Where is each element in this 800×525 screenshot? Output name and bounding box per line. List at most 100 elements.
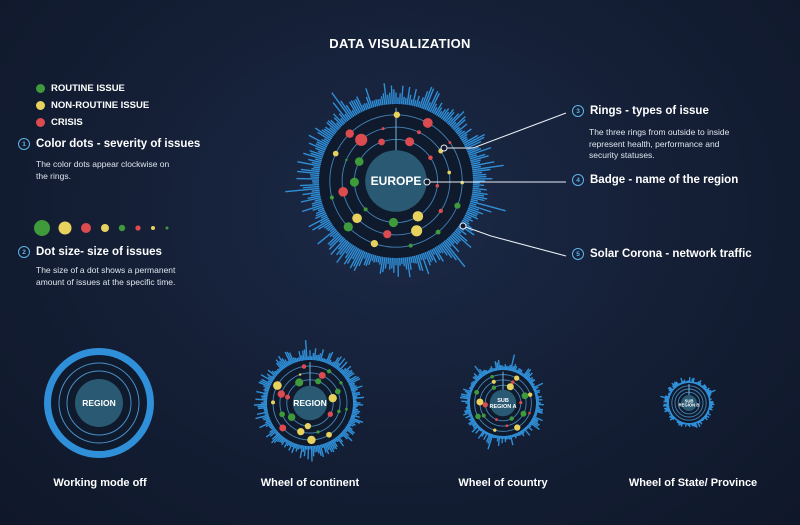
issue-dot bbox=[354, 157, 364, 166]
issue-dot bbox=[448, 141, 452, 145]
rings-heading-text: Rings - types of issue bbox=[590, 105, 709, 117]
issue-dot bbox=[460, 180, 464, 185]
region-badge bbox=[75, 379, 123, 427]
dot-size-sample bbox=[34, 220, 50, 236]
issue-dot bbox=[338, 186, 349, 197]
issue-dot bbox=[408, 243, 413, 248]
issue-dot bbox=[495, 418, 498, 421]
issue-dot bbox=[301, 364, 307, 369]
region-badge-label: REGION B bbox=[679, 403, 700, 408]
issue-dot bbox=[378, 138, 385, 146]
issue-dot bbox=[279, 411, 285, 418]
issue-dot bbox=[298, 373, 302, 376]
issue-dot bbox=[271, 400, 276, 405]
issue-dot bbox=[438, 208, 443, 214]
legend-non-routine: NON-ROUTINE ISSUE bbox=[36, 100, 149, 111]
region-badge bbox=[365, 150, 427, 212]
callout-anchor bbox=[423, 178, 431, 186]
issue-dot bbox=[273, 381, 282, 390]
issue-dot bbox=[345, 158, 348, 162]
color-dots-description: The color dots appear clockwise on the r… bbox=[36, 159, 169, 182]
issue-dot bbox=[381, 127, 385, 131]
issue-dot bbox=[337, 409, 341, 414]
issue-dot bbox=[318, 372, 326, 379]
issue-dot bbox=[285, 394, 291, 400]
region-badge-label: SUB bbox=[497, 398, 509, 404]
issue-dot bbox=[405, 137, 415, 147]
legend-crisis-label: CRISIS bbox=[51, 117, 83, 128]
issue-dot bbox=[287, 413, 296, 421]
badge-heading-text: Badge - name of the region bbox=[590, 174, 739, 186]
legend-non-routine-label: NON-ROUTINE ISSUE bbox=[51, 100, 150, 111]
color-dots-heading: 1 Color dots - severity of issues bbox=[18, 138, 200, 150]
issue-dot bbox=[326, 369, 332, 374]
issue-dot bbox=[328, 393, 337, 403]
region-badge bbox=[292, 385, 328, 421]
region-badge bbox=[681, 395, 697, 411]
issue-dot bbox=[332, 150, 339, 157]
wheel-caption-working-mode-off: Working mode off bbox=[53, 477, 147, 489]
issue-dot bbox=[343, 222, 353, 232]
dot-size-sample bbox=[58, 221, 72, 235]
number-four-icon: 4 bbox=[572, 174, 584, 186]
issue-dot bbox=[388, 217, 399, 228]
dot-size-sample bbox=[101, 224, 109, 232]
number-one-icon: 1 bbox=[18, 138, 30, 150]
legend-routine-label: ROUTINE ISSUE bbox=[51, 83, 125, 94]
dot-size-sample bbox=[81, 223, 91, 233]
issue-dot bbox=[509, 416, 514, 421]
issue-dot bbox=[435, 229, 441, 235]
issue-dot bbox=[345, 129, 354, 138]
legend-routine: ROUTINE ISSUE bbox=[36, 83, 125, 94]
dot-size-heading-text: Dot size- size of issues bbox=[36, 246, 162, 258]
rings-heading: 3 Rings - types of issue bbox=[572, 105, 709, 117]
issue-ring bbox=[66, 370, 132, 436]
red-dot-icon bbox=[36, 118, 45, 127]
issue-dot bbox=[511, 380, 515, 384]
region-badge-label: REGION A bbox=[490, 404, 517, 410]
yellow-dot-icon bbox=[36, 101, 45, 110]
wheel-caption-state-province: Wheel of State/ Province bbox=[628, 477, 758, 489]
issue-dot bbox=[520, 410, 527, 417]
corona-heading: 5 Solar Corona - network traffic bbox=[572, 248, 752, 260]
rings-desc-line: The three rings from outside to inside bbox=[589, 127, 730, 137]
issue-dot bbox=[475, 413, 481, 420]
dot-size-description: The size of a dot shows a permanent amou… bbox=[36, 265, 175, 288]
issue-dot bbox=[493, 428, 497, 432]
green-dot-icon bbox=[36, 84, 45, 93]
issue-dot bbox=[327, 411, 334, 417]
issue-dot bbox=[454, 202, 461, 209]
issue-dot bbox=[476, 398, 484, 406]
dot-size-heading: 2 Dot size- size of issues bbox=[18, 246, 162, 258]
issue-dot bbox=[505, 424, 509, 428]
number-three-icon: 3 bbox=[572, 105, 584, 117]
issue-dot bbox=[481, 413, 486, 418]
issue-dot bbox=[435, 184, 440, 188]
wheel-continent: REGION bbox=[253, 340, 365, 462]
dot-size-sample bbox=[118, 224, 126, 232]
callout-corona bbox=[462, 225, 567, 257]
color-dots-desc-line: The color dots appear clockwise on bbox=[36, 159, 170, 169]
issue-dot bbox=[326, 431, 332, 438]
issue-dot bbox=[315, 378, 322, 385]
issue-dot bbox=[412, 211, 424, 222]
issue-dot bbox=[363, 207, 368, 212]
issue-dot bbox=[514, 424, 521, 431]
issue-dot bbox=[506, 383, 514, 391]
issue-dot bbox=[393, 111, 401, 119]
dot-size-samples bbox=[34, 220, 169, 236]
number-two-icon: 2 bbox=[18, 246, 30, 258]
issue-dot bbox=[527, 392, 533, 397]
region-badge bbox=[489, 389, 517, 417]
issue-dot bbox=[528, 411, 531, 415]
issue-dot bbox=[370, 239, 379, 248]
corona-spikes bbox=[253, 340, 365, 462]
region-badge-label: SUB bbox=[685, 398, 694, 403]
issue-dot bbox=[482, 402, 488, 408]
issue-dot bbox=[304, 422, 312, 430]
dot-size-desc-line: amount of issues at the specific time. bbox=[36, 276, 176, 287]
issue-dot bbox=[411, 225, 423, 237]
main-wheel: EUROPE bbox=[285, 83, 506, 278]
issue-dot bbox=[352, 213, 362, 224]
issue-dot bbox=[521, 392, 529, 400]
